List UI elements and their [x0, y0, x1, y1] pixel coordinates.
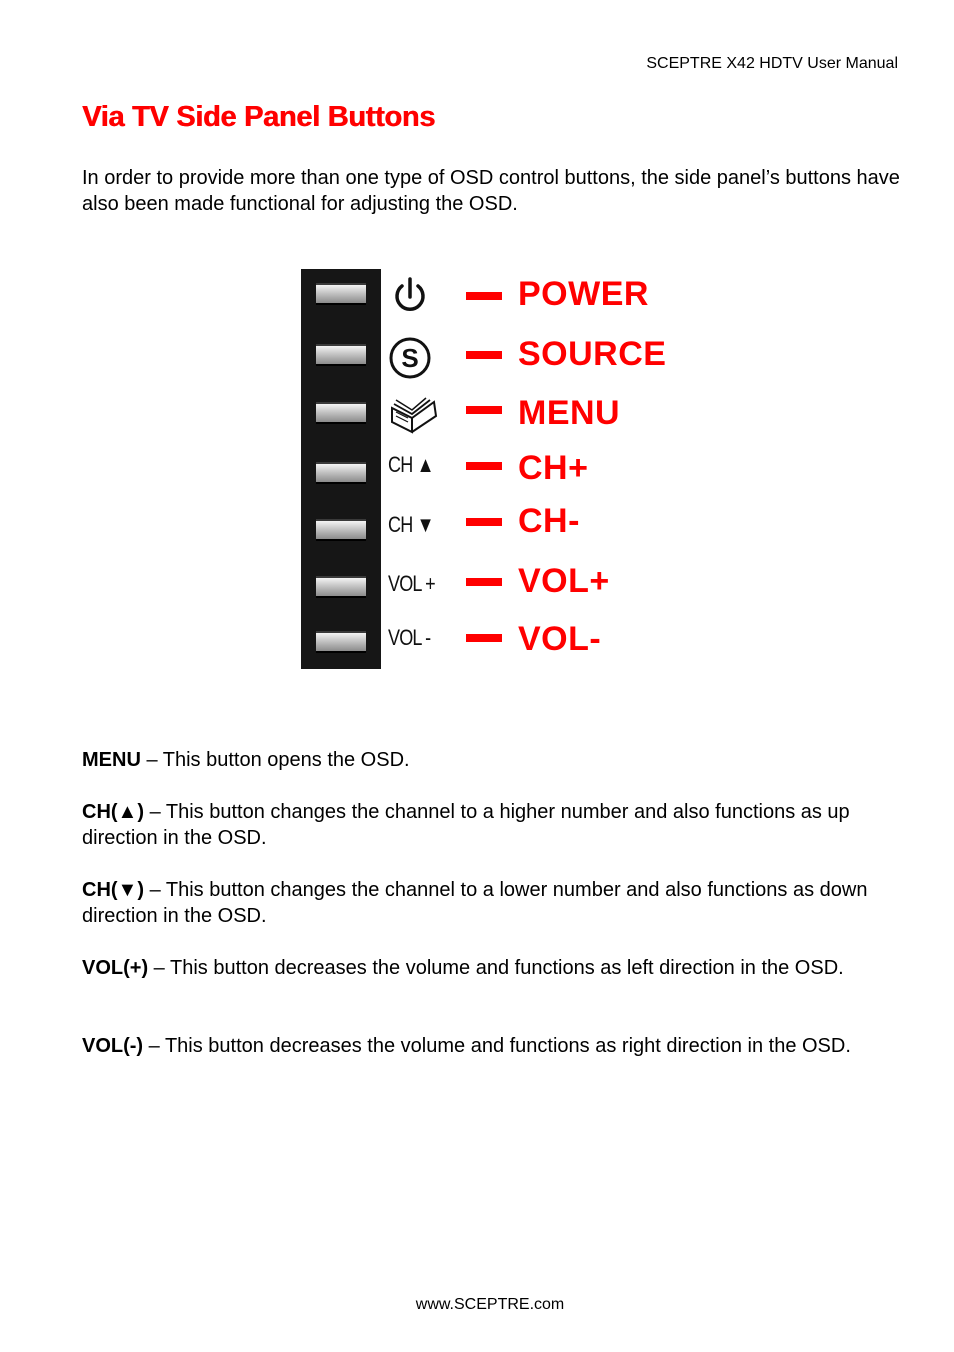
desc-vol-down: VOL(-) – This button decreases the volum… — [82, 1033, 902, 1059]
vol-down-icon: VOL - — [388, 616, 448, 660]
desc-ch-up-text: – This button changes the channel to a h… — [82, 801, 850, 849]
panel-button-vol-down — [316, 631, 366, 653]
desc-ch-down: CH(▼) – This button changes the channel … — [82, 877, 902, 929]
power-dash — [466, 292, 502, 300]
vol-down-icon-text: VOL - — [388, 625, 431, 650]
ch-down-label: CH- — [518, 502, 580, 540]
panel-button-vol-up — [316, 576, 366, 598]
page-header: SCEPTRE X42 HDTV User Manual — [646, 55, 898, 72]
vol-up-icon-text: VOL + — [388, 571, 436, 596]
panel-button-menu — [316, 402, 366, 424]
source-label: SOURCE — [518, 335, 667, 373]
open-book-icon — [388, 392, 448, 436]
desc-vol-up-text: – This button decreases the volume and f… — [148, 957, 844, 979]
panel-button-source — [316, 344, 366, 366]
panel-button-ch-down — [316, 519, 366, 541]
ch-up-icon-text: CH ▲ — [388, 452, 434, 477]
desc-menu-text: – This button opens the OSD. — [140, 749, 410, 771]
ch-up-label: CH+ — [518, 449, 589, 487]
ch-down-icon-text: CH ▼ — [388, 512, 434, 537]
desc-menu: MENU – This button opens the OSD. — [82, 747, 902, 773]
source-s-icon: S — [388, 336, 448, 380]
desc-vol-up-term: VOL(+) — [82, 957, 149, 979]
desc-ch-down-text: – This button changes the channel to a l… — [82, 879, 868, 927]
vol-up-label: VOL+ — [518, 562, 610, 600]
ch-up-icon: CH ▲ — [388, 443, 448, 487]
panel-button-ch-up — [316, 462, 366, 484]
desc-vol-down-text: – This button decreases the volume and f… — [143, 1035, 851, 1057]
ch-up-dash — [466, 462, 502, 470]
source-dash — [466, 351, 502, 359]
desc-ch-up-term: CH(▲) — [82, 801, 145, 823]
ch-down-icon: CH ▼ — [388, 503, 448, 547]
vol-down-label: VOL- — [518, 620, 602, 658]
power-label: POWER — [518, 275, 649, 313]
menu-dash — [466, 406, 502, 414]
desc-menu-term: MENU — [82, 749, 141, 771]
side-panel — [301, 269, 381, 669]
section-title: Via TV Side Panel Buttons — [82, 101, 435, 133]
desc-vol-up: VOL(+) – This button decreases the volum… — [82, 955, 902, 981]
intro-paragraph: In order to provide more than one type o… — [82, 167, 900, 215]
svg-text:S: S — [401, 343, 418, 373]
desc-ch-down-term: CH(▼) — [82, 879, 145, 901]
desc-vol-down-term: VOL(-) — [82, 1035, 144, 1057]
panel-button-power — [316, 283, 366, 305]
page-footer: www.SCEPTRE.com — [415, 1296, 565, 1313]
vol-down-dash — [466, 634, 502, 642]
power-icon — [388, 274, 448, 318]
menu-label: MENU — [518, 394, 621, 432]
vol-up-icon: VOL + — [388, 562, 448, 606]
vol-up-dash — [466, 578, 502, 586]
desc-ch-up: CH(▲) – This button changes the channel … — [82, 799, 902, 851]
ch-down-dash — [466, 518, 502, 526]
